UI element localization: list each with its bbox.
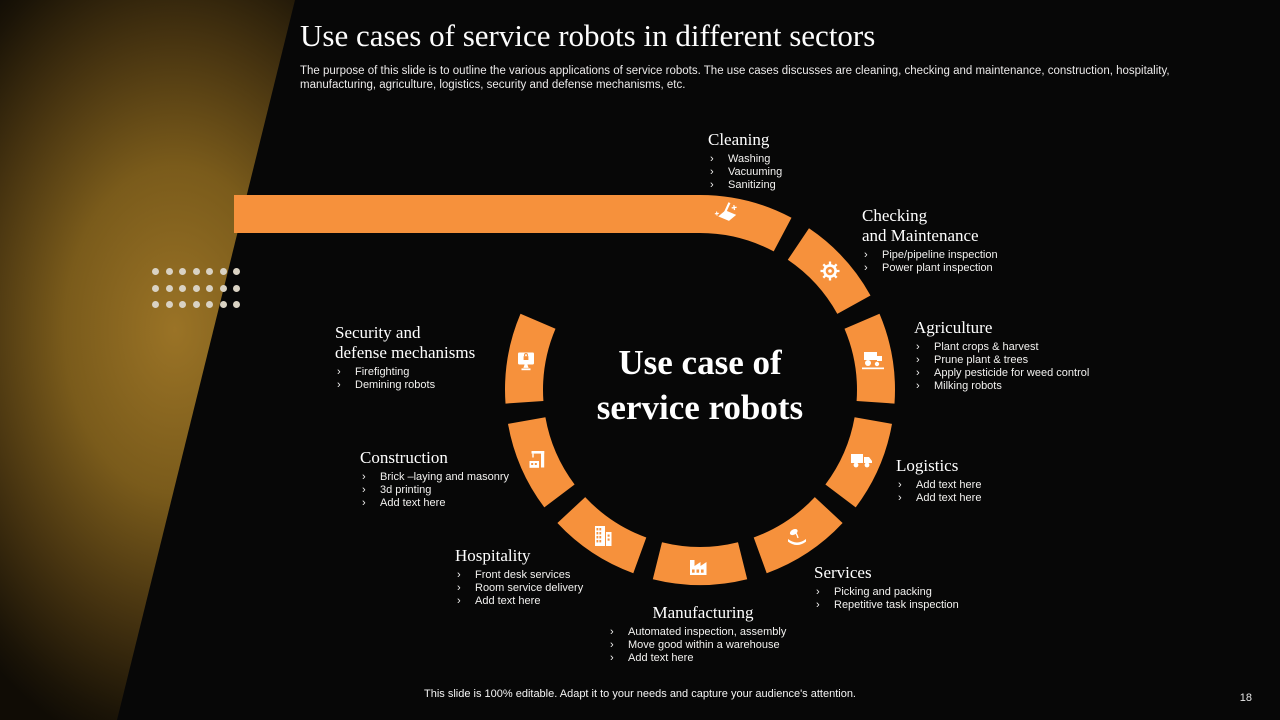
sector-item: Add text here bbox=[608, 652, 798, 665]
gear-wrench-icon bbox=[820, 261, 840, 281]
factory-icon bbox=[690, 560, 707, 575]
building-icon bbox=[595, 526, 612, 546]
sector-item: Vacuuming bbox=[708, 166, 782, 179]
sector-item: Add text here bbox=[896, 492, 981, 505]
sector-services: ServicesPicking and packingRepetitive ta… bbox=[814, 563, 959, 612]
monitor-lock-icon bbox=[518, 352, 534, 371]
sector-item: Sanitizing bbox=[708, 179, 782, 192]
sector-cleaning: CleaningWashingVacuumingSanitizing bbox=[708, 130, 782, 192]
broom-icon bbox=[714, 202, 737, 221]
sector-item: 3d printing bbox=[360, 484, 509, 497]
sector-item: Power plant inspection bbox=[862, 262, 998, 275]
sector-heading: Construction bbox=[360, 448, 448, 467]
sector-construction: ConstructionBrick –laying and masonry3d … bbox=[360, 448, 509, 510]
sector-item: Repetitive task inspection bbox=[814, 599, 959, 612]
sector-item: Add text here bbox=[896, 479, 981, 492]
ring-segment-services[interactable] bbox=[753, 497, 843, 574]
sector-item: Automated inspection, assembly bbox=[608, 626, 798, 639]
sector-agriculture: AgriculturePlant crops & harvestPrune pl… bbox=[914, 318, 1089, 393]
sector-manufacturing: ManufacturingAutomated inspection, assem… bbox=[608, 603, 798, 665]
sector-item: Add text here bbox=[360, 497, 509, 510]
sector-item: Plant crops & harvest bbox=[914, 341, 1089, 354]
center-label-line1: Use case of bbox=[618, 343, 782, 382]
page-subtitle: The purpose of this slide is to outline … bbox=[300, 65, 1170, 91]
sector-item: Add text here bbox=[455, 595, 583, 608]
sector-heading: Cleaning bbox=[708, 130, 770, 149]
sector-item: Milking robots bbox=[914, 380, 1089, 393]
dots-pattern bbox=[152, 268, 240, 308]
crane-icon bbox=[529, 451, 545, 468]
center-label: Use case of service robots bbox=[500, 340, 900, 430]
sector-item: Apply pesticide for weed control bbox=[914, 367, 1089, 380]
sector-item: Firefighting bbox=[335, 366, 475, 379]
sector-logistics: LogisticsAdd text hereAdd text here bbox=[896, 456, 981, 505]
sector-heading: Agriculture bbox=[914, 318, 993, 337]
sector-item: Room service delivery bbox=[455, 582, 583, 595]
page-title: Use cases of service robots in different… bbox=[300, 18, 876, 53]
sector-item: Front desk services bbox=[455, 569, 583, 582]
sector-item: Picking and packing bbox=[814, 586, 959, 599]
sector-item: Prune plant & trees bbox=[914, 354, 1089, 367]
sector-item: Demining robots bbox=[335, 379, 475, 392]
sector-hospitality: HospitalityFront desk servicesRoom servi… bbox=[455, 546, 583, 608]
harvester-icon bbox=[862, 352, 884, 370]
sector-heading: Services bbox=[814, 563, 872, 582]
sector-item: Move good within a warehouse bbox=[608, 639, 798, 652]
page-number: 18 bbox=[1239, 692, 1252, 704]
sector-heading: Logistics bbox=[896, 456, 959, 475]
sector-heading: Manufacturing bbox=[652, 603, 754, 622]
center-label-line2: service robots bbox=[596, 388, 804, 427]
sector-heading: Hospitality bbox=[455, 546, 531, 565]
sector-item: Brick –laying and masonry bbox=[360, 471, 509, 484]
footer-note: This slide is 100% editable. Adapt it to… bbox=[424, 688, 856, 700]
truck-icon bbox=[851, 454, 872, 468]
sector-item: Pipe/pipeline inspection bbox=[862, 249, 998, 262]
sector-item: Washing bbox=[708, 153, 782, 166]
hand-leaf-icon bbox=[788, 529, 806, 546]
ring-segment-cleaning[interactable] bbox=[234, 195, 792, 252]
